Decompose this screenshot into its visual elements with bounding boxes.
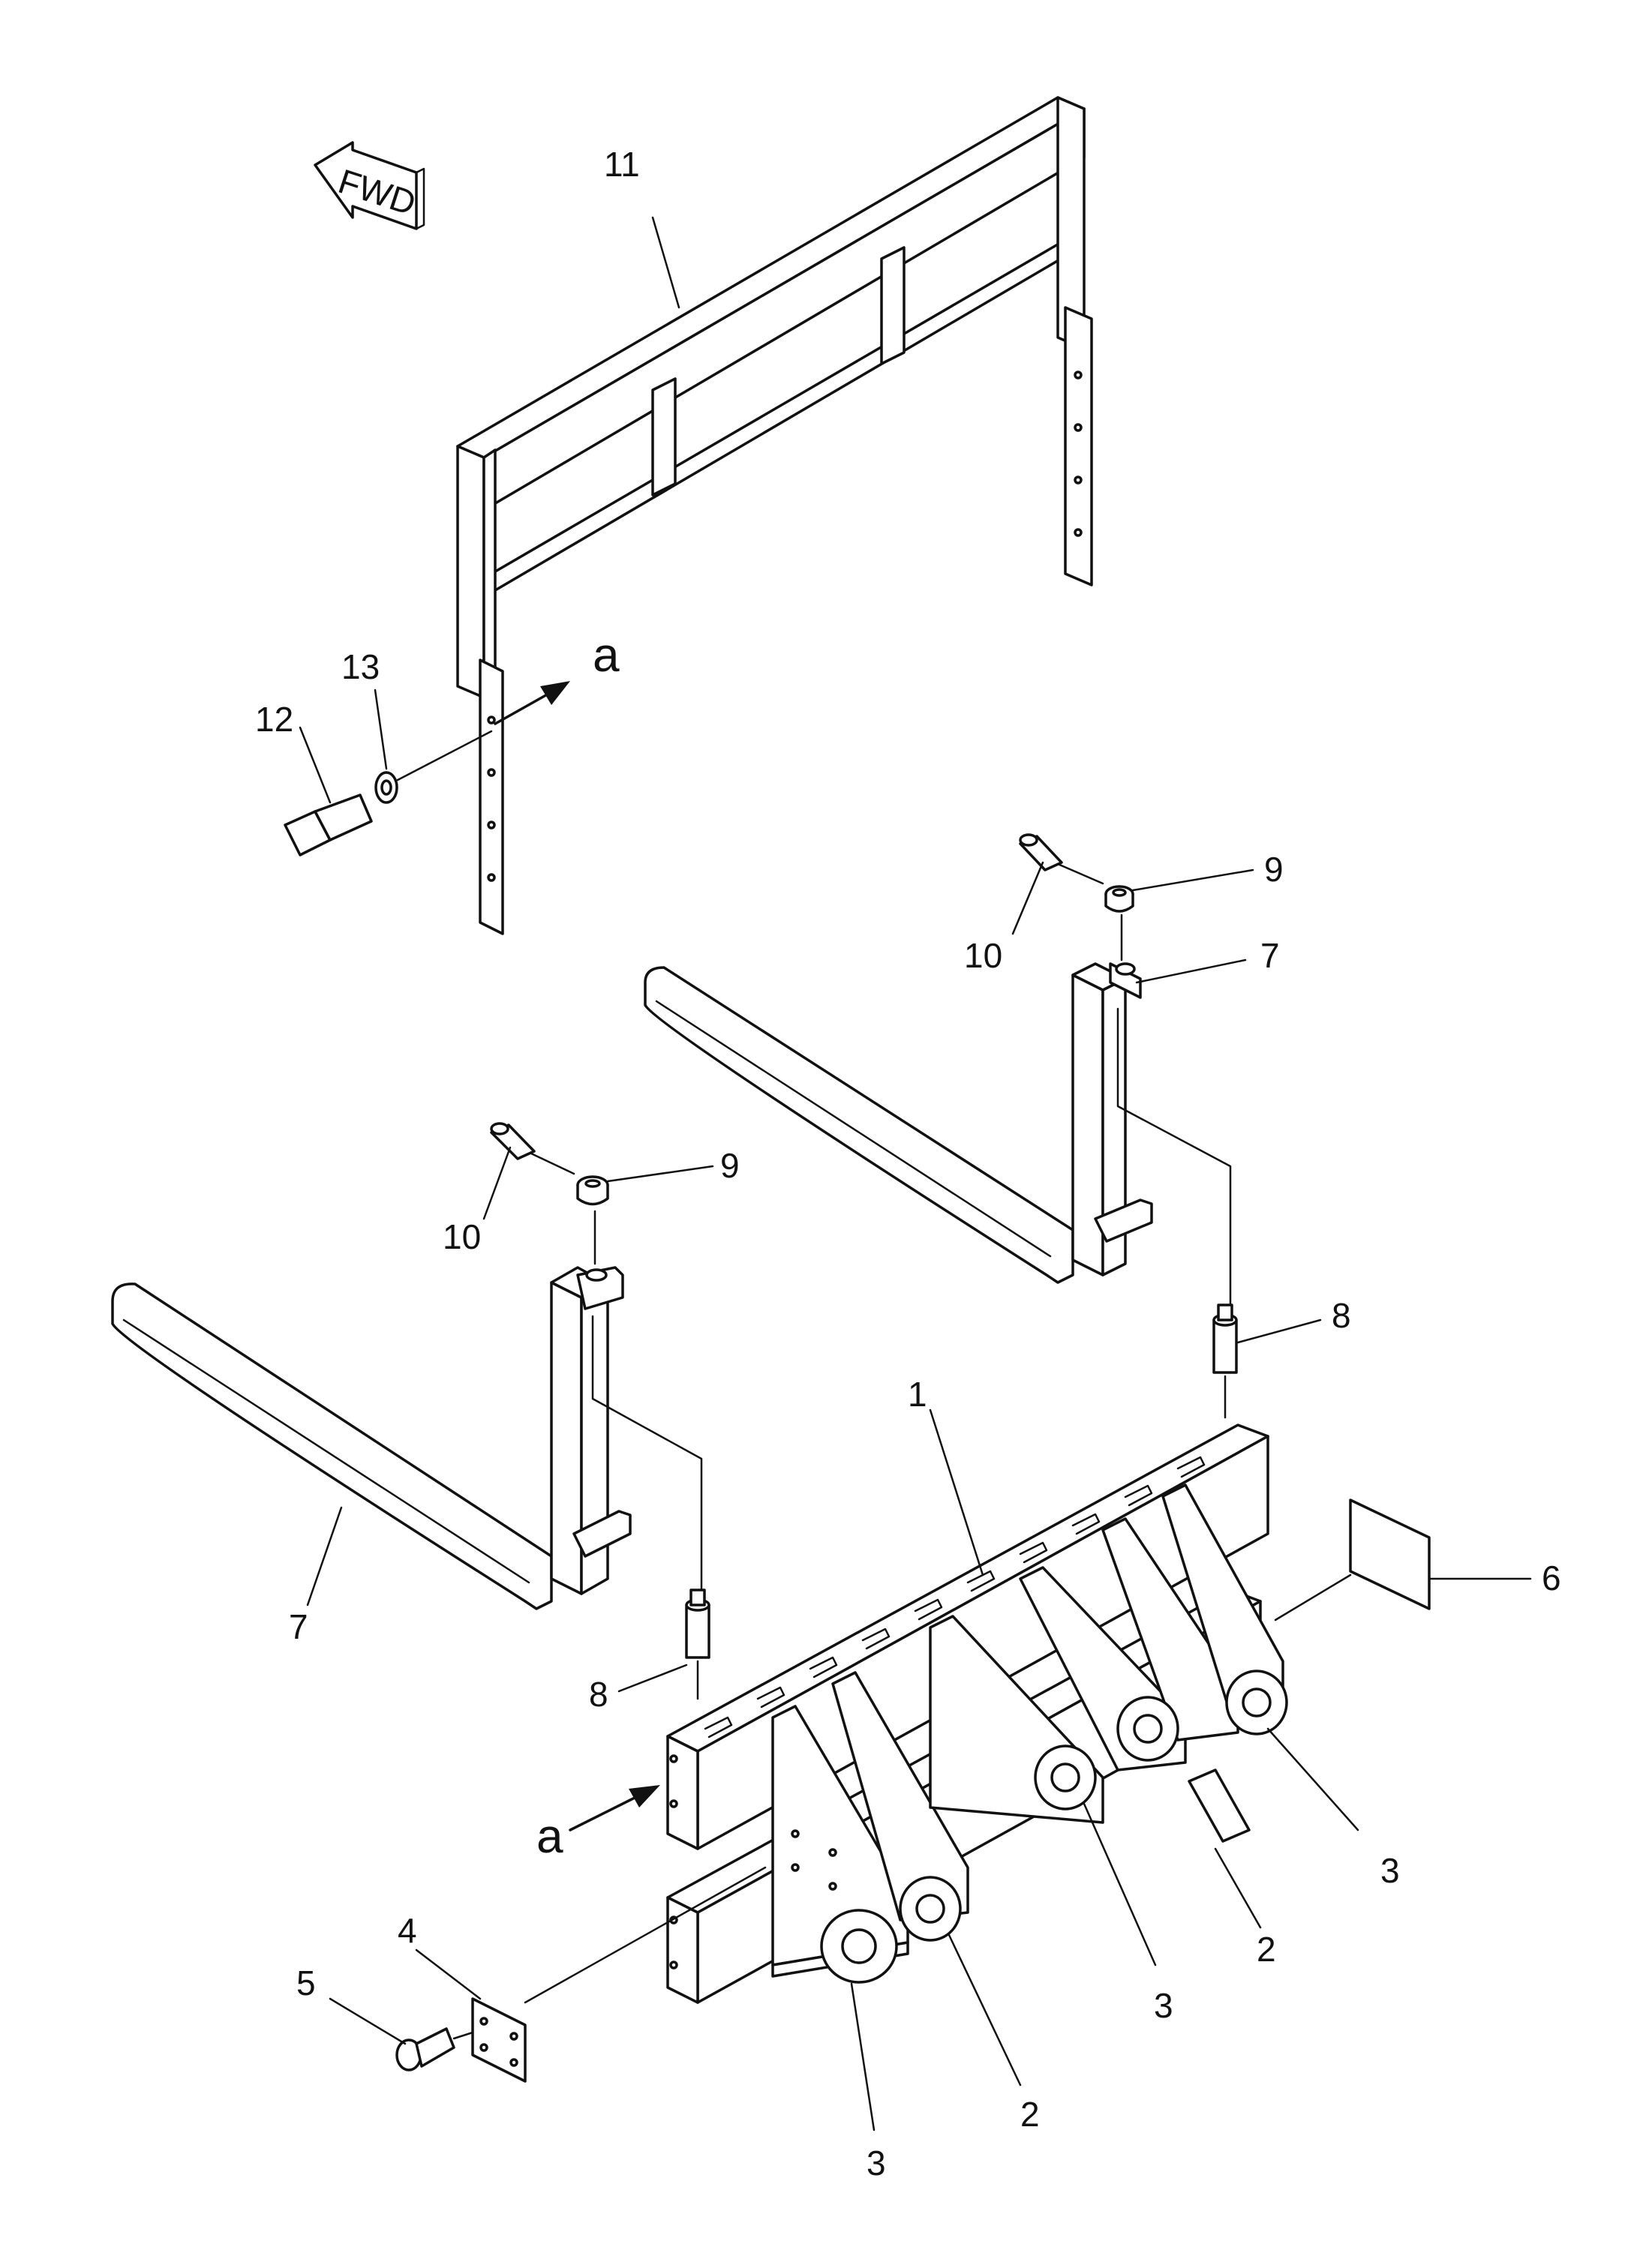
callout-labels: 11 13 12 9 10 7 9 10 8 1 7 6 8 3 2 3 4 5… [255,145,1561,2182]
callout-13: 13 [341,647,380,686]
view-arrow-bottom: a [536,1785,660,1863]
leader-lines [299,216,1532,2132]
callout-3-right: 3 [1380,1851,1400,1890]
callout-10-left: 10 [443,1217,481,1256]
callout-1: 1 [908,1375,927,1414]
view-arrow-top: a [494,628,620,725]
callout-4: 4 [398,1911,417,1950]
pin-part-10-left [490,1122,536,1160]
callout-8-left: 8 [589,1675,608,1714]
callout-3-mid: 3 [1154,1986,1173,2025]
fork-left-part-7 [111,1266,632,1610]
washer-part-13 [374,771,398,804]
bushing-part-9-left [576,1175,609,1206]
callout-7-left: 7 [289,1607,308,1646]
roller-part-3-bottom [820,1909,898,1984]
callout-8-right: 8 [1332,1296,1351,1335]
callout-2-left: 2 [1020,2095,1040,2134]
view-marker-top: a [593,628,620,682]
callout-9-left: 9 [720,1146,740,1185]
callout-2-right: 2 [1257,1930,1276,1969]
fwd-arrow: FWD [314,141,425,230]
load-backrest-part-11 [456,96,1093,935]
view-marker-bottom: a [536,1809,563,1863]
bushing-part-9-top [1104,885,1134,913]
callout-10-top: 10 [964,936,1002,975]
pin-part-8-left [685,1588,710,1659]
callout-12: 12 [255,700,293,739]
callout-7-top: 7 [1260,936,1280,975]
roller-part-3-right [1225,1670,1288,1736]
shaft-part-2-right [1188,1768,1251,1843]
pin-part-8-right [1212,1304,1238,1374]
fork-right-part-7 [644,962,1153,1284]
screw-part-5 [395,2027,455,2072]
callout-3-bottom: 3 [867,2144,886,2182]
bolt-part-12 [284,794,373,856]
pin-part-10-top [1019,833,1063,872]
callout-5: 5 [296,1964,316,2002]
callout-6: 6 [1542,1558,1561,1598]
roller-part-3-second [899,1876,962,1942]
plate-part-6 [1349,1498,1431,1610]
roller-part-3-fourth [1116,1696,1179,1762]
callout-9-top: 9 [1264,850,1284,889]
plate-part-4 [471,1997,527,2083]
callout-11: 11 [604,145,640,184]
roller-part-3-mid [1034,1744,1097,1810]
